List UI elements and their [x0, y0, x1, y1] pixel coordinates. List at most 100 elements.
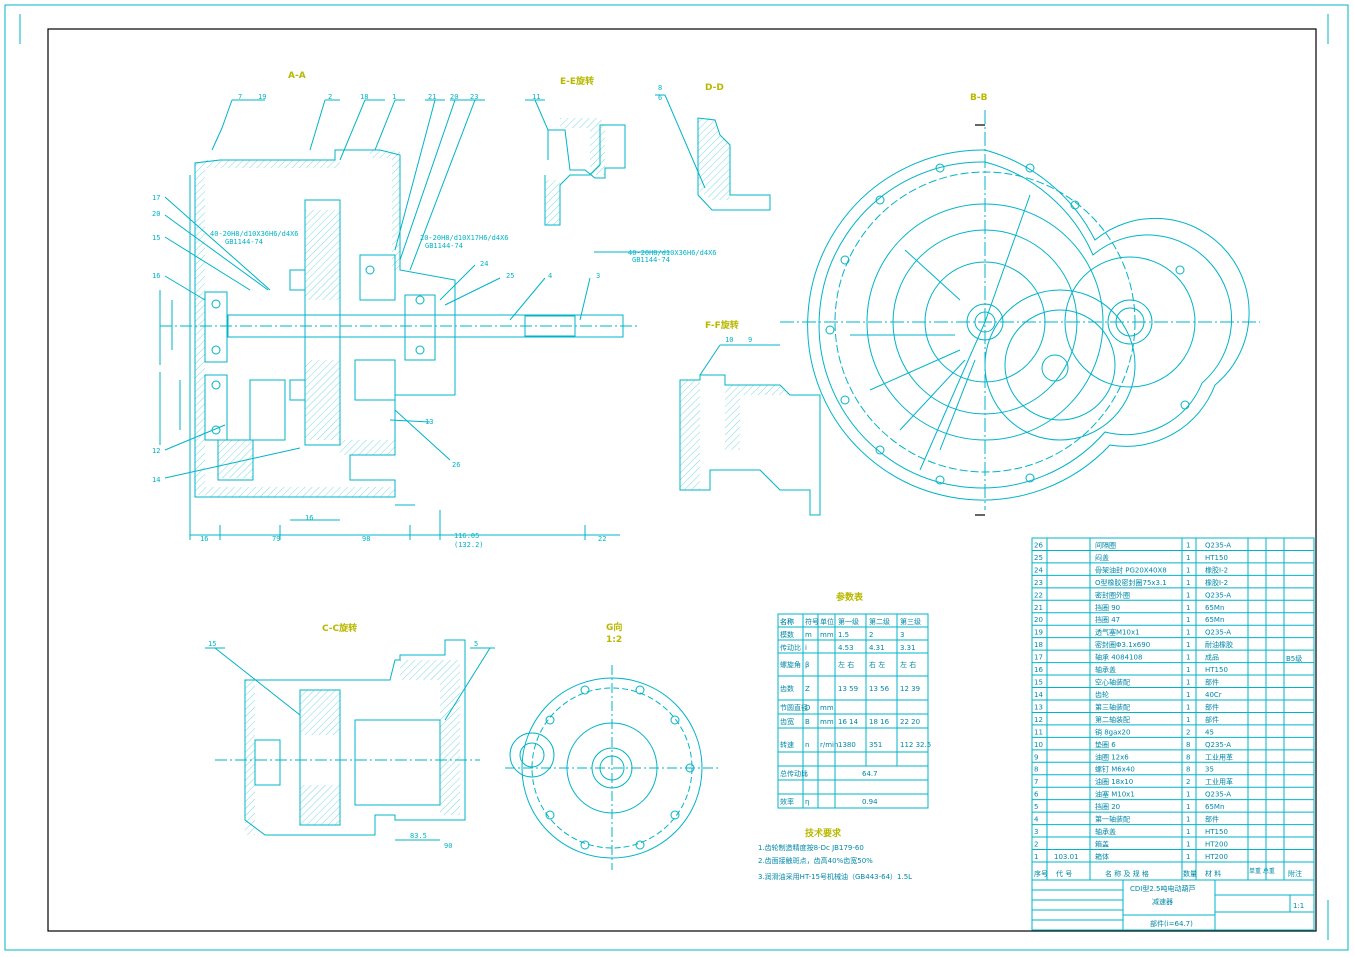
param-cell-1-4: 4.31: [869, 644, 885, 652]
balloon-7: 7: [238, 93, 242, 101]
bom-material: 橡胶Ⅰ-2: [1205, 565, 1228, 574]
balloon-25: 25: [506, 272, 514, 280]
view-ee-label: E-E旋转: [560, 75, 594, 87]
bom-material: HT150: [1205, 828, 1228, 836]
dim-d4: 116.05: [454, 532, 479, 540]
bom-h-qty: 数量: [1183, 869, 1197, 878]
bom-name: 密封圈外圈: [1095, 590, 1130, 599]
bom-material: HT150: [1205, 666, 1228, 674]
view-g-scale: 1:2: [606, 635, 622, 645]
param-cell-2-4: 右 左: [869, 660, 885, 669]
balloon-23: 23: [470, 93, 478, 101]
tech-requirements: 技术要求 1.齿轮制造精度按8-Dc JB179-60 2.齿面接触斑点，齿高4…: [758, 827, 912, 881]
balloon-21: 21: [428, 93, 436, 101]
param-cell-0-3: 1.5: [838, 631, 849, 639]
param-cell-0-2: mm: [820, 631, 834, 639]
bom-no: 20: [1034, 616, 1043, 624]
param-cell-0-4: 2: [869, 631, 873, 639]
bom-no: 18: [1034, 641, 1043, 649]
bom-no: 14: [1034, 691, 1043, 699]
bom-qty: 1: [1186, 629, 1190, 637]
param-cell-3-3: 13 59: [838, 685, 858, 693]
bom-material: 部件: [1205, 678, 1219, 687]
param-cell-5-2: mm: [820, 718, 834, 726]
param-cell-6-5: 112 32.5: [900, 741, 931, 749]
fit-label-gb-1: GB1144-74: [225, 238, 263, 246]
balloon-8: 8: [658, 84, 662, 92]
param-cell-8-0: 效率: [780, 797, 794, 806]
view-bb-label: B-B: [970, 93, 988, 103]
bom-qty: 1: [1186, 853, 1190, 861]
balloon-26: 26: [452, 461, 460, 469]
view-cc-label: C-C旋转: [322, 622, 357, 634]
view-aa-label: A-A: [288, 71, 306, 81]
bom-material: 40Cr: [1205, 691, 1222, 699]
bom-material: Q235-A: [1205, 541, 1231, 549]
balloon-14: 14: [152, 476, 160, 484]
balloon-24: 24: [480, 260, 488, 268]
bom-material: Q235-A: [1205, 741, 1231, 749]
balloon-15: 15: [152, 234, 160, 242]
bom-name: 轴承盖: [1095, 827, 1116, 836]
bom-no: 4: [1034, 816, 1039, 824]
bom-material: 35: [1205, 766, 1214, 774]
bom-name: 挡圈 20: [1095, 802, 1120, 811]
balloon-1: 1: [392, 93, 396, 101]
param-cell-3-0: 齿数: [780, 684, 794, 693]
bom-qty: 1: [1186, 828, 1190, 836]
bom-no: 6: [1034, 791, 1039, 799]
bom-qty: 1: [1186, 679, 1190, 687]
tech-req-title: 技术要求: [805, 827, 842, 839]
balloon-11: 11: [532, 93, 540, 101]
bom-material: 部件: [1205, 702, 1219, 711]
bom-name: O型橡胶密封圈75x3.1: [1095, 578, 1167, 587]
outer-frame: [4, 4, 1349, 951]
bom-name: 挡圈 47: [1095, 615, 1120, 624]
bom-qty: 1: [1186, 841, 1190, 849]
view-g: G向 1:2: [505, 621, 720, 870]
bom-no: 1: [1034, 853, 1038, 861]
param-cell-6-3: 1380: [838, 741, 856, 749]
bom-material: 45: [1205, 728, 1214, 736]
bom-qty: 1: [1186, 816, 1190, 824]
view-aa: A-A: [152, 71, 717, 549]
bom-name: 骨架油封 PG20X40X8: [1095, 565, 1167, 574]
dim-d8: 16: [305, 514, 313, 522]
bom-no: 11: [1034, 728, 1043, 736]
param-cell-1-1: i: [805, 644, 807, 652]
param-cell-6-0: 转速: [780, 740, 794, 749]
param-cell-4-1: D: [805, 704, 810, 712]
dim-d3: 98: [362, 535, 370, 543]
param-header-1: 符号: [805, 617, 819, 626]
bom-material: 部件: [1205, 815, 1219, 824]
bom-no: 9: [1034, 753, 1038, 761]
dim-d4b: (132.2): [454, 541, 484, 549]
bom-name: 第三轴装配: [1095, 702, 1130, 711]
bom-bearing-note: B5级: [1286, 654, 1302, 663]
bom-name: 油塞 M10x1: [1095, 790, 1135, 799]
bom-material: 工业用革: [1205, 752, 1233, 761]
bom-material: Q235-A: [1205, 591, 1231, 599]
param-cell-5-0: 齿宽: [780, 717, 794, 726]
balloon-13: 13: [425, 418, 433, 426]
bom-material: 65Mn: [1205, 604, 1224, 612]
dim-d2: 79: [272, 535, 280, 543]
title-part: 部件(i=64.7): [1150, 919, 1193, 928]
balloon-16: 16: [152, 272, 160, 280]
bom-qty: 1: [1186, 616, 1190, 624]
bom-h-mat: 材 料: [1205, 869, 1221, 878]
bom-name: 第二轴装配: [1095, 715, 1130, 724]
bom-qty: 1: [1186, 691, 1190, 699]
bom-no: 3: [1034, 828, 1038, 836]
bom-name: 第一轴装配: [1095, 815, 1130, 824]
param-cell-7-1: i: [805, 770, 807, 778]
bom-no: 22: [1034, 591, 1043, 599]
balloon-12: 12: [152, 447, 160, 455]
view-dd-label: D-D: [705, 83, 724, 93]
param-cell-8-1: η: [805, 798, 809, 806]
bom-no: 24: [1034, 566, 1043, 574]
tech-req-2: 2.齿面接触斑点，齿高40%齿宽50%: [758, 856, 873, 865]
param-table-title: 参数表: [836, 591, 864, 603]
bom-qty: 2: [1186, 728, 1190, 736]
